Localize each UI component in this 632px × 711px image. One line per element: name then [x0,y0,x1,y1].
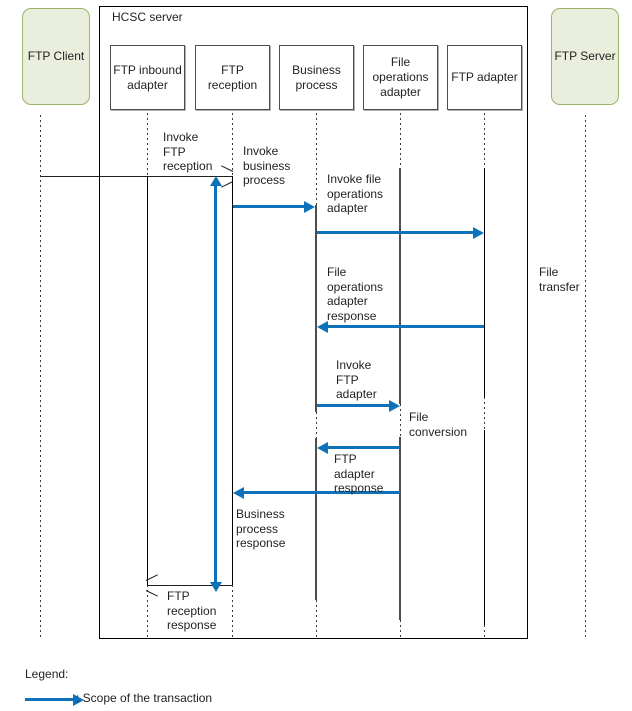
actor-ftp-server: FTP Server [551,8,619,105]
message-ftp-reception-response-label: FTP reception response [167,589,217,632]
arrowhead-right [304,200,315,213]
arrowhead-left [317,441,328,454]
arrowhead-right [389,399,400,412]
message-invoke-ftp-adapter [317,399,400,412]
legend-scope-label: : Scope of the transaction [76,691,213,705]
lifeline-ftp-client [40,115,41,640]
participant-ftp-reception: FTP reception [195,45,270,110]
lifeline-ftp-inbound-adapter-bottom [147,585,148,640]
lifeline-file-operations-adapter-bottom [400,620,401,640]
arrowhead-right [473,226,484,239]
message-ftp-adapter-response-label: FTP adapter response [334,452,384,495]
arrowhead-open-left [146,579,159,592]
lifeline-file-operations-adapter-active-2 [399,437,401,620]
lifeline-business-process-gap [316,412,317,438]
arrowhead-open-right [220,170,233,183]
lifeline-ftp-adapter-bottom [484,625,485,640]
lifeline-business-process-bottom [316,600,317,640]
message-ftp-reception-response [147,585,232,586]
participant-business-process: Business process [279,45,354,110]
actor-ftp-client-label: FTP Client [27,49,85,63]
arrowhead-up [209,176,222,186]
lifeline-business-process-top [316,113,317,205]
message-invoke-ftp-reception [40,176,232,177]
arrowhead-down [209,582,222,592]
message-invoke-file-operations-adapter-label: Invoke file operations adapter [327,172,384,215]
message-invoke-ftp-adapter-label: Invoke FTP adapter [336,358,377,401]
lifeline-ftp-reception-top [232,113,233,176]
legend-title: Legend: [25,667,69,681]
participant-ftp-inbound-adapter: FTP inbound adapter [110,45,185,110]
lifeline-ftp-inbound-adapter-active [147,176,148,585]
lifeline-file-operations-adapter-active-1 [399,168,401,404]
lifeline-ftp-adapter-active-1 [484,168,485,397]
lifeline-ftp-adapter-gap [484,397,485,430]
lifeline-ftp-server [585,115,586,640]
hcsc-server-title: HCSC server [112,10,183,24]
participant-file-operations-adapter-label: File operations adapter [372,55,429,99]
lifeline-ftp-adapter-top [484,113,485,168]
message-file-operations-adapter-response-label: File operations adapter response [327,265,384,323]
message-invoke-business-process-label: Invoke business process [243,144,291,187]
legend-scope-arrow [25,693,84,706]
lifeline-ftp-reception-bottom [232,585,233,640]
note-file-transfer: File transfer [539,265,580,294]
lifeline-file-operations-adapter-top [400,113,401,168]
message-ftp-adapter-response [233,486,400,499]
participant-ftp-inbound-adapter-label: FTP inbound adapter [113,62,182,92]
message-ftp-adapter-response-inner [317,441,400,454]
actor-ftp-client: FTP Client [22,8,90,105]
message-business-process-response-label: Business process response [236,507,286,550]
arrowhead-left [317,320,328,333]
note-file-conversion: File conversion [409,410,468,439]
participant-ftp-reception-label: FTP reception [207,62,258,92]
lifeline-ftp-inbound-adapter-top [147,113,148,176]
lifeline-file-operations-adapter-gap [400,404,401,437]
message-invoke-file-operations-adapter [317,226,484,239]
lifeline-business-process-active-2 [315,438,317,600]
arrowhead-right [73,693,84,706]
participant-business-process-label: Business process [292,62,341,92]
transaction-scope-arrow [209,176,222,592]
actor-ftp-server-label: FTP Server [554,49,616,63]
lifeline-business-process-active-1 [315,205,317,412]
lifeline-ftp-adapter-active-2 [484,430,485,625]
participant-ftp-adapter: FTP adapter [447,45,522,110]
lifeline-ftp-reception-active [232,176,233,585]
message-file-operations-adapter-response [317,320,484,333]
message-invoke-business-process [233,200,315,213]
participant-file-operations-adapter: File operations adapter [363,45,438,110]
arrowhead-left [233,486,244,499]
participant-ftp-adapter-label: FTP adapter [451,70,518,84]
message-invoke-ftp-reception-label: Invoke FTP reception [163,130,213,173]
hcsc-server-container [99,6,528,639]
